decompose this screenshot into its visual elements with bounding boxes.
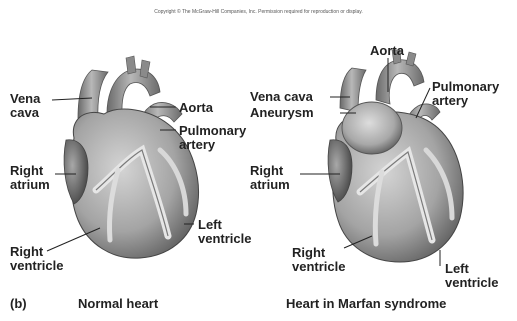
marfan-vena-cava-label: Vena cava: [250, 90, 313, 104]
marfan-left-ventricle-label: Left ventricle: [445, 262, 498, 290]
marfan-right-atrium-label: Right atrium: [250, 164, 290, 192]
normal-left-ventricle-label: Left ventricle: [198, 218, 251, 246]
normal-right-ventricle-label: Right ventricle: [10, 245, 63, 273]
normal-pulmonary-artery-label: Pulmonary artery: [179, 124, 246, 152]
marfan-right-ventricle-label: Right ventricle: [292, 246, 345, 274]
normal-aorta-label: Aorta: [179, 101, 213, 115]
marfan-pulmonary-artery-label: Pulmonary artery: [432, 80, 499, 108]
normal-heart-drawing: [64, 56, 198, 258]
normal-vena-cava-label: Vena cava: [10, 92, 40, 120]
marfan-aneurysm-label: Aneurysm: [250, 106, 314, 120]
marfan-heart-caption: Heart in Marfan syndrome: [286, 296, 446, 311]
normal-right-atrium-label: Right atrium: [10, 164, 50, 192]
panel-letter: (b): [10, 296, 27, 311]
marfan-aorta-label: Aorta: [370, 44, 404, 58]
normal-heart-caption: Normal heart: [78, 296, 158, 311]
